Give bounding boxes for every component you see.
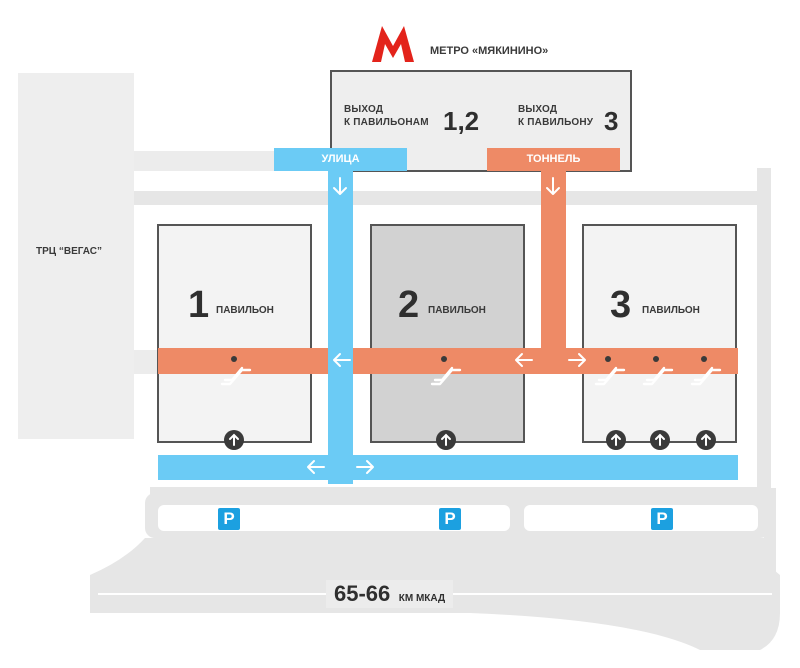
pavilion-3-building [582,224,737,443]
direction-arrow-icon [333,353,351,367]
mall-building [18,73,134,439]
pavilion-3-number: 3 [610,284,632,326]
exit-1-number: 1,2 [443,106,480,136]
road-ramp [90,538,780,575]
escalator-icon [220,366,252,386]
parking-icon: P [439,508,461,530]
pavilion-1-label: ПАВИЛЬОН [216,305,274,316]
metro-station-name: МЕТРО «МЯКИНИНО» [430,45,549,57]
escalator-person-icon [441,356,447,362]
parking-icon: P [218,508,240,530]
mall-name: ТРЦ “ВЕГАС” [36,246,102,257]
tunnel-route-vertical [541,171,566,348]
pavilion-3-label: ПАВИЛЬОН [642,305,700,316]
exit-1-line2: К ПАВИЛЬОНАМ [344,117,429,128]
pavilion-2-building [370,224,525,443]
up-arrow-circle-icon [224,430,244,450]
escalator-icon [690,366,722,386]
escalator-icon [642,366,674,386]
escalator-person-icon [231,356,237,362]
street-route-label: УЛИЦА [321,153,360,165]
up-arrow-circle-icon [650,430,670,450]
metro-logo-icon [372,26,414,62]
street-tag-bg [274,148,407,171]
parking-icon: P [651,508,673,530]
road-label: 65-66 КМ МКАД [326,580,454,608]
parking-lot-left [158,505,510,531]
exit-2-line2: К ПАВИЛЬОНУ [518,117,594,128]
tunnel-route-label: ТОННЕЛЬ [526,153,581,165]
street-route-vertical [328,171,353,484]
up-arrow-circle-icon [436,430,456,450]
parking-lot-right [524,505,758,531]
exit-1-line1: ВЫХОД [344,104,384,115]
escalator-icon [594,366,626,386]
pavilion-2-number: 2 [398,284,420,326]
direction-arrow-icon [568,353,586,367]
exit-2-number: 3 [604,106,619,136]
road-km: 65-66 [334,581,391,606]
direction-arrow-icon [333,177,347,195]
walkway-connector [134,350,158,374]
direction-arrow-icon [307,460,325,474]
escalator-icon [430,366,462,386]
direction-arrow-icon [515,353,533,367]
road-exit-curve [470,613,780,650]
road-ramp-middle [480,538,545,575]
pavilion-2-label: ПАВИЛЬОН [428,305,486,316]
street-route-horizontal [158,455,738,480]
up-arrow-circle-icon [606,430,626,450]
direction-arrow-icon [356,460,374,474]
direction-arrow-icon [546,177,560,195]
walkway-upper [134,191,770,205]
pavilion-1-number: 1 [188,284,210,326]
escalator-person-icon [653,356,659,362]
up-arrow-circle-icon [696,430,716,450]
road-name: КМ МКАД [398,593,446,604]
walkway-right [757,168,771,498]
exit-2-line1: ВЫХОД [518,104,558,115]
tunnel-route-horizontal [158,348,738,374]
tunnel-tag-bg [487,148,620,171]
escalator-person-icon [605,356,611,362]
pavilion-1-building [157,224,312,443]
escalator-person-icon [701,356,707,362]
